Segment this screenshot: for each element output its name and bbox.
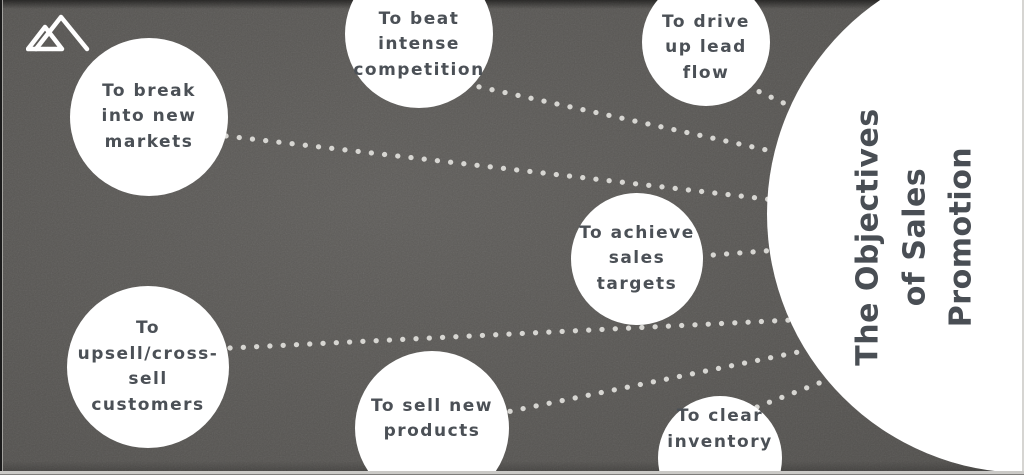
connector-beat-competition <box>463 81 797 159</box>
bubble-label: To achieve sales targets <box>579 222 695 294</box>
connector-sales-targets <box>697 247 781 259</box>
infographic-title: The Objectives of Sales Promotion <box>850 108 979 366</box>
bubble-upsell-cross-sell-customers: To upsell/cross- sell customers <box>67 286 229 448</box>
bubble-label: To drive up lead flow <box>662 11 750 83</box>
mountain-peaks-icon <box>26 14 90 52</box>
connector-clear-inventory <box>754 377 830 410</box>
bubble-label: To upsell/cross- sell customers <box>77 318 219 415</box>
bubble-achieve-sales-targets: To achieve sales targets <box>571 193 703 325</box>
bubble-label: To break into new markets <box>101 80 197 152</box>
bubble-label: To beat intense competition <box>353 8 485 80</box>
bubble-break-into-new-markets: To break into new markets <box>70 38 228 196</box>
bubble-clear-inventory: To clear inventory <box>658 396 782 475</box>
connector-break-markets <box>223 133 786 204</box>
bubble-label: To clear inventory <box>667 406 773 452</box>
connector-upsell <box>227 317 795 351</box>
bubble-label: To sell new products <box>371 395 493 442</box>
